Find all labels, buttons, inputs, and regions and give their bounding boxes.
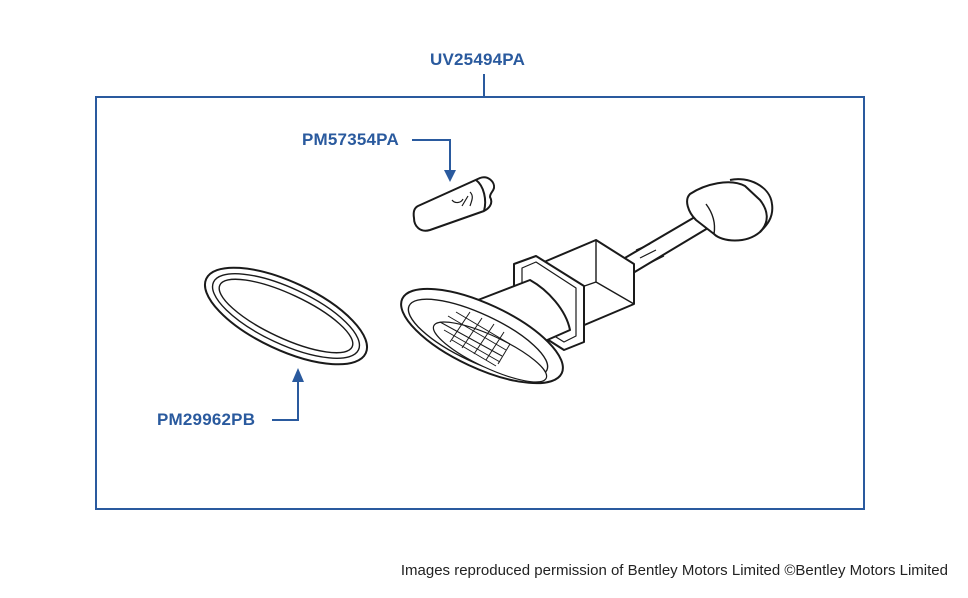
lamp-illustration xyxy=(400,178,774,385)
bulb-part-number[interactable]: PM57354PA xyxy=(302,130,399,149)
seal-illustration xyxy=(203,266,369,366)
bulb-illustration xyxy=(412,176,496,232)
assembly-frame xyxy=(95,96,865,510)
seal-leader xyxy=(272,368,304,421)
bulb-leader xyxy=(412,139,456,182)
seal-part-number[interactable]: PM29962PB xyxy=(157,410,256,429)
copyright-credit: Images reproduced permission of Bentley … xyxy=(400,562,948,579)
assembly-part-number[interactable]: UV25494PA xyxy=(430,50,526,69)
